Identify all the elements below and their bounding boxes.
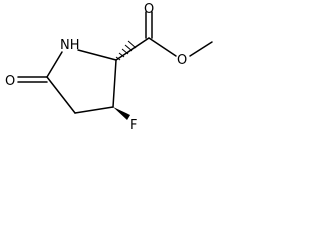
bonds	[17, 11, 213, 114]
atom-label-fluorine: F	[130, 118, 137, 133]
hashed-wedge-bond	[115, 40, 137, 61]
bond-cester-o	[148, 37, 177, 57]
bond-c2-cester	[115, 37, 150, 61]
atom-label-ring-oxygen: O	[5, 74, 15, 89]
atom-label-carbonyl-oxygen: O	[144, 2, 154, 17]
bond-c3-c2	[112, 59, 117, 108]
solid-wedge-bond	[113, 107, 130, 120]
atom-label-ester-oxygen: O	[177, 53, 187, 68]
bond-o-methyl	[189, 41, 213, 57]
atom-label-nh: NH	[60, 38, 80, 53]
bond-n-c2	[77, 49, 117, 61]
stereo-bonds	[113, 40, 137, 120]
bond-c5-c4	[46, 76, 76, 114]
bond-n-c5	[46, 51, 63, 78]
molecule-structure: NH O O O F	[5, 2, 213, 133]
bond-c4-c3	[74, 106, 114, 114]
